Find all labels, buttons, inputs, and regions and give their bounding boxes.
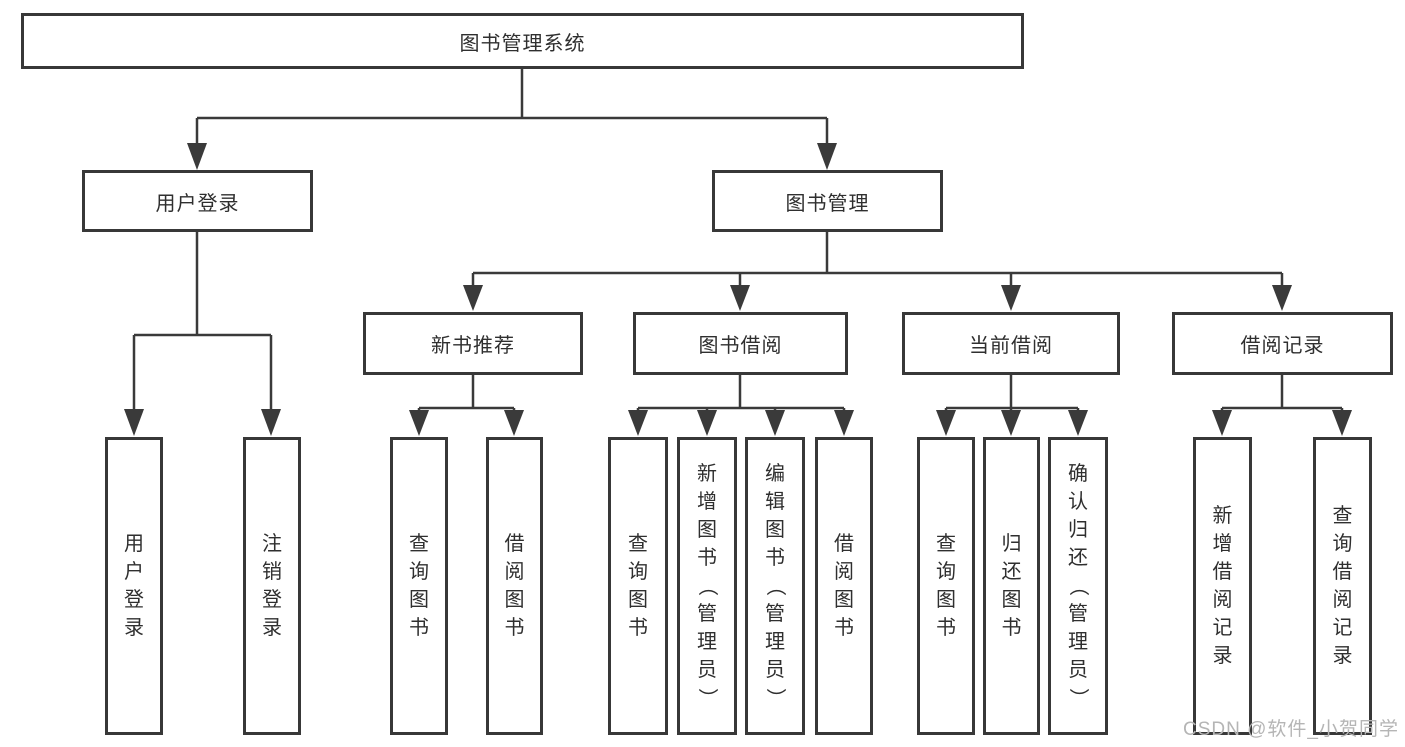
leaf-node-edit-books-admin: 编辑图书（管理员） xyxy=(745,437,805,735)
branch-user-login-label: 用户登录 xyxy=(155,192,240,215)
leaf-node-borrow-books: 借阅图书 xyxy=(815,437,873,735)
arrowhead-down-icon xyxy=(409,410,429,436)
arrowhead-down-icon xyxy=(463,285,483,311)
branch-book-mgmt-label: 图书管理 xyxy=(785,192,870,215)
root-node-label: 图书管理系统 xyxy=(459,32,586,55)
arrowhead-down-icon xyxy=(834,410,854,436)
group-borrow-records-node: 借阅记录 xyxy=(1172,312,1393,375)
group-book-borrow-node: 图书借阅 xyxy=(633,312,848,375)
arrowhead-down-icon xyxy=(1272,285,1292,311)
arrowheads xyxy=(124,143,1352,436)
leaf-node-add-books-admin: 新增图书（管理员） xyxy=(677,437,737,735)
leaf-label: 查询借阅记录 xyxy=(1332,505,1353,667)
leaf-label: 借阅图书 xyxy=(504,533,525,639)
leaf-node-borrow-books: 借阅图书 xyxy=(486,437,543,735)
leaf-label: 查询图书 xyxy=(628,533,648,639)
arrowhead-down-icon xyxy=(504,410,524,436)
leaf-node-query-borrow-record: 查询借阅记录 xyxy=(1313,437,1372,735)
leaf-label: 新增借阅记录 xyxy=(1212,505,1233,667)
csdn-watermark: CSDN @软件_小贺同学 xyxy=(1183,719,1399,740)
arrowhead-down-icon xyxy=(697,410,717,436)
leaf-node-query-books: 查询图书 xyxy=(608,437,668,735)
leaf-node-user-login: 用户登录 xyxy=(105,437,163,735)
leaf-node-query-books: 查询图书 xyxy=(917,437,975,735)
group-new-book-node: 新书推荐 xyxy=(363,312,583,375)
arrowhead-down-icon xyxy=(261,409,281,436)
leaf-label: 借阅图书 xyxy=(834,533,854,639)
leaf-node-confirm-return-admin: 确认归还（管理员） xyxy=(1048,437,1108,735)
arrowhead-down-icon xyxy=(1332,410,1352,436)
group-new-book-label: 新书推荐 xyxy=(431,335,515,357)
branch-user-login-node: 用户登录 xyxy=(82,170,313,232)
leaf-label: 归还图书 xyxy=(1001,533,1022,639)
leaf-node-return-books: 归还图书 xyxy=(983,437,1040,735)
branch-book-mgmt-node: 图书管理 xyxy=(712,170,943,232)
leaf-node-add-borrow-record: 新增借阅记录 xyxy=(1193,437,1252,735)
leaf-label: 编辑图书（管理员） xyxy=(764,463,786,708)
arrowhead-down-icon xyxy=(936,410,956,436)
arrowhead-down-icon xyxy=(124,409,144,436)
arrowhead-down-icon xyxy=(1001,410,1021,436)
leaf-node-query-books: 查询图书 xyxy=(390,437,448,735)
arrowhead-down-icon xyxy=(1068,410,1088,436)
leaf-label: 用户登录 xyxy=(124,533,144,639)
group-current-borrow-label: 当前借阅 xyxy=(969,335,1053,357)
group-current-borrow-node: 当前借阅 xyxy=(902,312,1120,375)
group-borrow-records-label: 借阅记录 xyxy=(1240,335,1325,357)
arrowhead-down-icon xyxy=(1212,410,1232,436)
leaf-label: 确认归还（管理员） xyxy=(1067,463,1089,708)
arrowhead-down-icon xyxy=(765,410,785,436)
arrowhead-down-icon xyxy=(817,143,837,170)
leaf-label: 查询图书 xyxy=(936,533,956,639)
group-book-borrow-label: 图书借阅 xyxy=(698,335,783,357)
arrowhead-down-icon xyxy=(628,410,648,436)
root-node: 图书管理系统 xyxy=(21,13,1024,69)
arrowhead-down-icon xyxy=(187,143,207,170)
leaf-label: 新增图书（管理员） xyxy=(696,463,718,708)
arrowhead-down-icon xyxy=(730,285,750,311)
leaf-node-logout: 注销登录 xyxy=(243,437,301,735)
arrowhead-down-icon xyxy=(1001,285,1021,311)
leaf-label: 注销登录 xyxy=(262,533,282,639)
leaf-label: 查询图书 xyxy=(409,533,429,639)
